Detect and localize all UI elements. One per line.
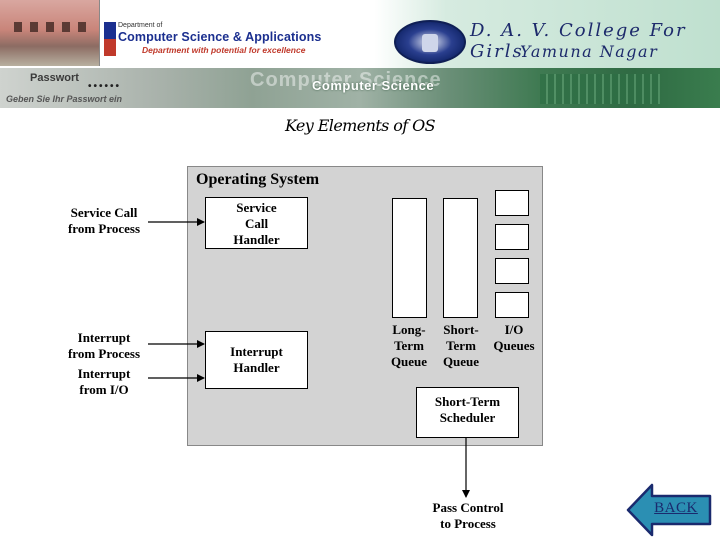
back-button[interactable] bbox=[626, 482, 712, 538]
short-term-scheduler-label: Short-Term Scheduler bbox=[434, 394, 501, 425]
college-building-photo bbox=[0, 0, 100, 66]
header-banner bbox=[0, 0, 720, 68]
college-city: Yamuna Nagar bbox=[520, 42, 659, 61]
io-queue-box bbox=[495, 224, 529, 250]
circuit-board-icon bbox=[540, 74, 660, 104]
interrupt-process-source-label: Interrupt from Process bbox=[67, 330, 141, 361]
pass-control-label: Pass Control to Process bbox=[432, 500, 504, 531]
short-term-queue-label: Short- Term Queue bbox=[442, 322, 480, 369]
banner-subject: Computer Science bbox=[312, 78, 435, 93]
interrupt-handler-box bbox=[205, 331, 308, 389]
banner-password-label: Passwort bbox=[30, 72, 79, 84]
io-queue-box bbox=[495, 190, 529, 216]
banner-watermark: Computer Science bbox=[250, 69, 442, 91]
interrupt-handler-label: Interrupt Handler bbox=[230, 344, 283, 375]
long-term-queue-box bbox=[392, 198, 427, 318]
banner-password-dots: •••••• bbox=[88, 81, 122, 92]
department-label: Department of bbox=[118, 22, 163, 29]
short-term-scheduler-box bbox=[416, 387, 519, 438]
io-queues-label: I/O Queues bbox=[493, 322, 535, 353]
service-call-handler-box bbox=[205, 197, 308, 249]
department-name: Computer Science & Applications bbox=[118, 30, 322, 44]
department-logo: Department of Computer Science & Applica… bbox=[104, 20, 384, 60]
header-photo-strip: Passwort •••••• Geben Sie Ihr Passwort e… bbox=[0, 68, 720, 108]
operating-system-title: Operating System bbox=[196, 171, 320, 188]
college-crest-icon bbox=[394, 20, 466, 64]
service-call-source-label: Service Call from Process bbox=[67, 205, 141, 236]
short-term-queue-box bbox=[443, 198, 478, 318]
service-call-handler-label: Service Call Handler bbox=[233, 200, 280, 247]
long-term-queue-label: Long- Term Queue bbox=[390, 322, 428, 369]
department-tagline: Department with potential for excellence bbox=[142, 45, 306, 55]
department-logo-icon bbox=[104, 22, 116, 56]
back-button-label[interactable]: BACK bbox=[654, 500, 698, 516]
college-name: D. A. V. College For Girls bbox=[470, 20, 687, 62]
back-arrow-icon bbox=[626, 483, 712, 537]
io-queue-box bbox=[495, 292, 529, 318]
banner-password-hint: Geben Sie Ihr Passwort ein bbox=[6, 94, 123, 104]
io-queue-box bbox=[495, 258, 529, 284]
interrupt-io-source-label: Interrupt from I/O bbox=[77, 366, 131, 397]
slide-title: Key Elements of OS bbox=[285, 116, 436, 135]
